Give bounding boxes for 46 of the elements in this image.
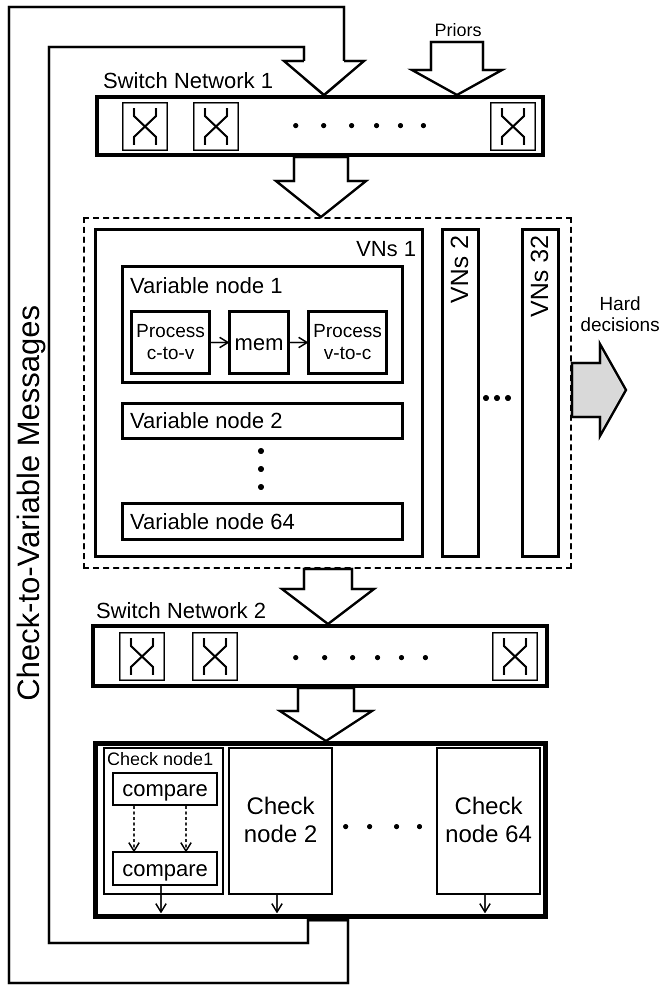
node-label: Check node1 xyxy=(107,749,214,770)
block-arrow xyxy=(276,686,376,742)
variable-node-group-box xyxy=(521,228,560,558)
dashed-arrow xyxy=(180,806,192,852)
check-node-box xyxy=(228,747,333,895)
node-label: compare xyxy=(122,856,208,882)
network-heading: Switch Network 1 xyxy=(103,68,273,94)
node-label: Variable node 1 xyxy=(130,273,282,298)
check-node-box xyxy=(103,747,224,895)
dashed-group-frame xyxy=(83,217,572,569)
variable-node-group-box xyxy=(94,228,424,558)
node-label: compare xyxy=(122,776,208,802)
node-label: VNs 32 xyxy=(526,235,554,317)
process-box xyxy=(130,310,211,375)
node-label: mem xyxy=(234,330,284,356)
memory-box xyxy=(228,310,290,375)
node-label: Process c-to-v xyxy=(135,320,206,364)
node-label: Check node 2 xyxy=(242,793,318,849)
arrow xyxy=(290,336,308,348)
block-arrow xyxy=(272,156,370,219)
node-label: VNs 2 xyxy=(446,235,474,304)
node-label: VNs 1 xyxy=(356,236,416,262)
block-arrow xyxy=(570,339,628,441)
compare-box xyxy=(112,772,218,806)
node-label: Variable node 64 xyxy=(130,508,295,534)
arrow xyxy=(271,895,283,913)
arrow xyxy=(211,336,229,348)
compare-box xyxy=(112,851,218,886)
process-box xyxy=(307,310,388,375)
variable-node-box xyxy=(121,402,404,440)
dashed-arrow xyxy=(128,806,140,852)
node-label: Variable node 2 xyxy=(130,408,282,434)
arrow xyxy=(479,895,491,913)
check-node-box xyxy=(436,747,541,895)
variable-node-group-box xyxy=(441,228,480,558)
node-label: Check node 64 xyxy=(444,793,533,849)
input-label: Priors xyxy=(430,19,486,42)
variable-node-box xyxy=(121,502,404,541)
block-arrow xyxy=(278,568,378,626)
variable-node-box xyxy=(121,265,404,384)
arrow xyxy=(155,886,167,913)
check-node-array-block xyxy=(93,741,548,919)
node-label: Process v-to-c xyxy=(312,320,383,364)
network-heading: Switch Network 2 xyxy=(96,598,266,624)
block-arrow xyxy=(407,40,507,96)
edge-label: Hard decisions xyxy=(579,294,661,336)
